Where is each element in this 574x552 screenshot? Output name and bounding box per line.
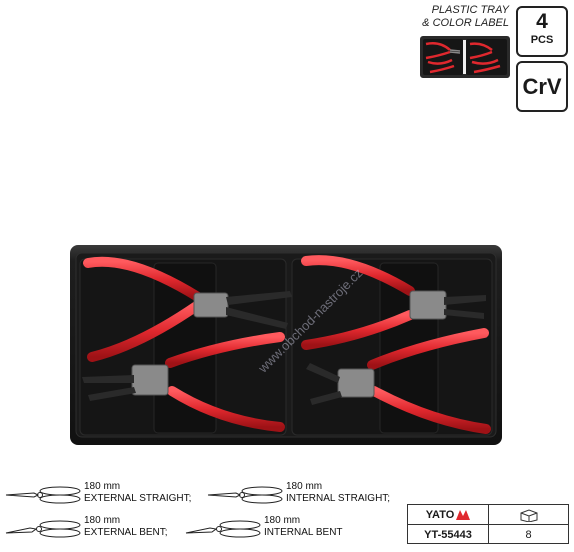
package-icon-cell [489,505,568,524]
legend-type: EXTERNAL BENT; [84,527,168,538]
legend-type: INTERNAL STRAIGHT; [286,493,391,504]
product-info-table: YATO YT-55443 8 [407,504,569,544]
tray-caption-line2: & COLOR LABEL [422,17,509,29]
tray-caption-line1: PLASTIC TRAY [431,4,509,16]
brand-mark-icon [456,509,471,520]
legend-size: 180 mm [84,481,121,492]
tray-thumbnail-image [420,36,510,78]
brand-name: YATO [425,508,455,521]
package-quantity: 8 [525,528,532,541]
material-badge: CrV [516,61,568,112]
legend-external-bent: 180 mm EXTERNAL BENT; [4,515,204,540]
legend-internal-bent: 180 mm INTERNAL BENT [184,515,384,540]
plier-outline-icon [185,520,261,538]
material-label: CrV [522,73,562,99]
legend-internal-straight: 180 mm INTERNAL STRAIGHT; [206,481,406,506]
tray-product-image [70,245,502,445]
box-icon [520,508,537,522]
plier-outline-icon [207,486,283,504]
product-code: YT-55443 [408,525,489,544]
legend-size: 180 mm [264,515,301,526]
piece-count-value: 4 [536,10,548,33]
product-table-row-top: YATO [408,505,568,525]
legend-type: INTERNAL BENT [264,527,343,538]
legend-type: EXTERNAL STRAIGHT; [84,493,192,504]
product-table-row-bottom: YT-55443 8 [408,525,568,544]
plier-outline-icon [5,520,81,538]
legend-size: 180 mm [286,481,323,492]
piece-count-unit: PCS [530,34,554,46]
legend-external-straight: 180 mm EXTERNAL STRAIGHT; [4,481,204,506]
legend-size: 180 mm [84,515,121,526]
piece-count-badge: 4 PCS [516,6,568,57]
brand-logo: YATO [408,505,489,524]
tray-caption: PLASTIC TRAY & COLOR LABEL [405,4,509,30]
plier-outline-icon [5,486,81,504]
